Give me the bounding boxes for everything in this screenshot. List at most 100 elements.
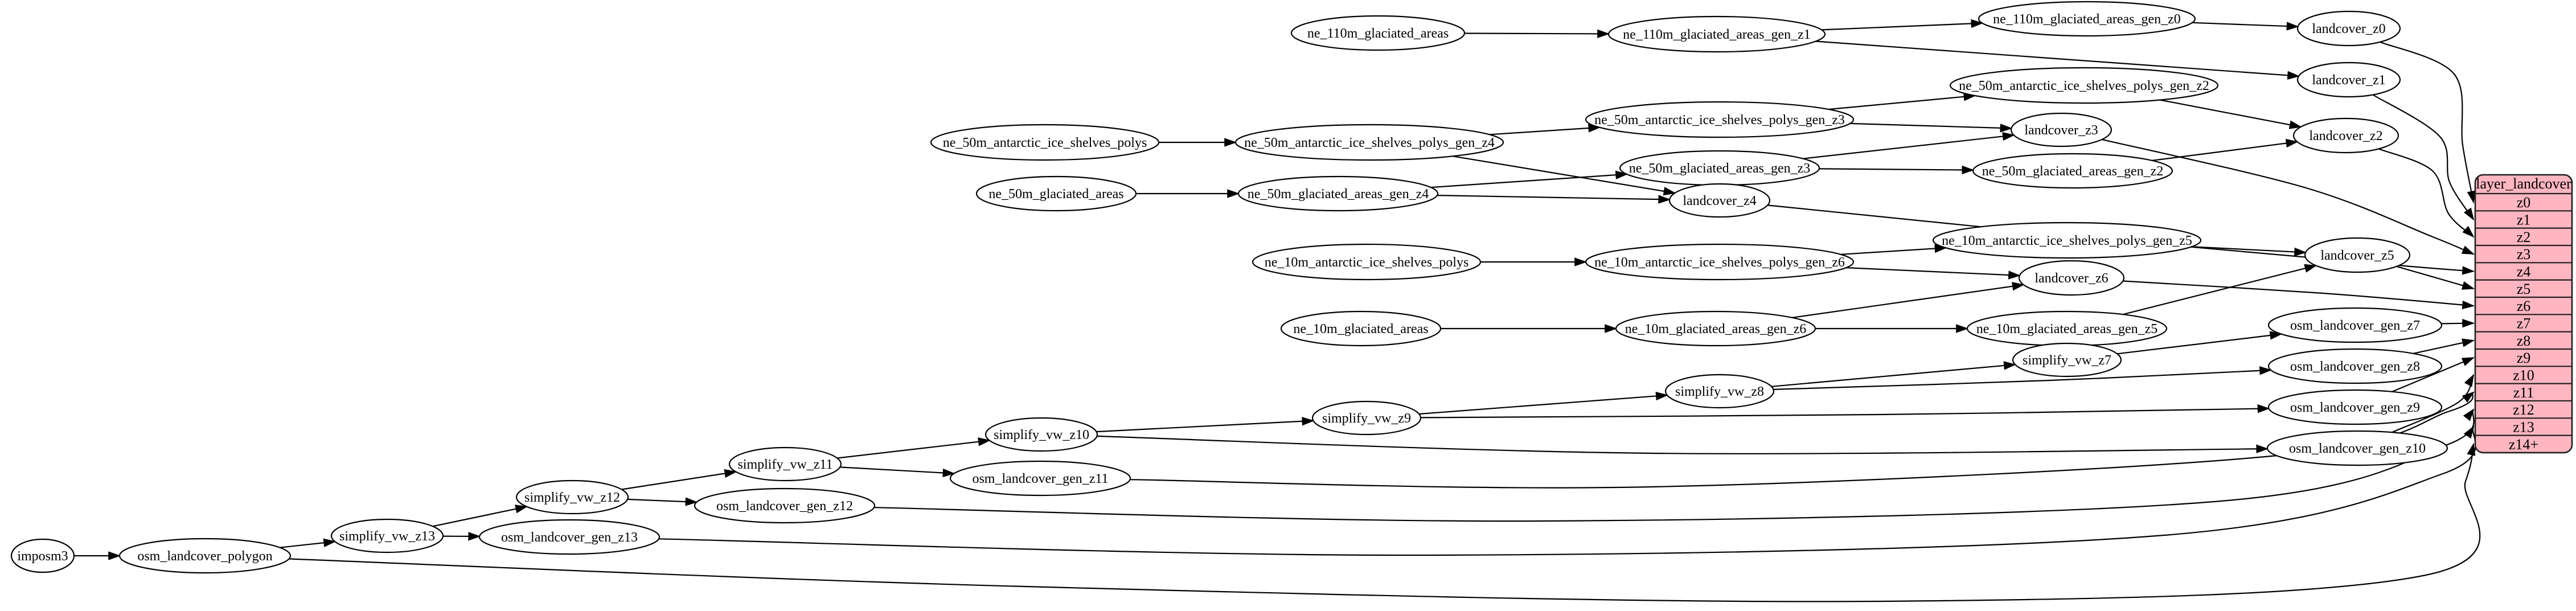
- table-row-z9: z9: [2517, 350, 2531, 366]
- node-shape-simplify_vw_z12: [515, 479, 629, 515]
- node-label-ne_50m_antarctic_ice_shelves_polys_gen_z4: ne_50m_antarctic_ice_shelves_polys_gen_z…: [1244, 136, 1495, 150]
- node-shape-ne_50m_antarctic_ice_shelves_polys_gen_z3: [1585, 101, 1855, 138]
- node-label-landcover_z1: landcover_z1: [2312, 73, 2385, 88]
- node-shape-ne_50m_antarctic_ice_shelves_polys_gen_z4: [1234, 124, 1504, 161]
- node-osm_landcover_gen_z10: osm_landcover_gen_z10: [2266, 430, 2448, 466]
- node-ne_50m_glaciated_areas_gen_z3: ne_50m_glaciated_areas_gen_z3: [1619, 150, 1820, 186]
- edge-ne_10m_glaciated_areas_gen_z6--landcover_z6: [1792, 282, 2025, 318]
- node-label-ne_10m_glaciated_areas: ne_10m_glaciated_areas: [1293, 322, 1428, 337]
- node-label-imposm3: imposm3: [17, 549, 68, 564]
- node-landcover_z2: landcover_z2: [2292, 117, 2399, 154]
- edge-osm_landcover_gen_z9--layer-z9: [2392, 357, 2475, 392]
- edge-landcover_z0--layer-z0: [2380, 41, 2476, 204]
- edge-simplify_vw_z7--osm_landcover_gen_z7: [2117, 331, 2283, 355]
- node-shape-osm_landcover_gen_z7: [2267, 307, 2443, 343]
- table-row-z8: z8: [2517, 333, 2531, 349]
- node-shape-ne_10m_antarctic_ice_shelves_polys_gen_z5: [1932, 222, 2202, 259]
- edge-ne_10m_glaciated_areas_gen_z5--landcover_z5: [2122, 264, 2317, 315]
- edge-osm_landcover_gen_z10--layer-z10: [2392, 374, 2475, 433]
- node-shape-ne_50m_glaciated_areas_gen_z2: [1972, 153, 2173, 189]
- node-label-ne_50m_antarctic_ice_shelves_polys_gen_z3: ne_50m_antarctic_ice_shelves_polys_gen_z…: [1594, 113, 1845, 128]
- node-label-ne_10m_antarctic_ice_shelves_polys_gen_z5: ne_10m_antarctic_ice_shelves_polys_gen_z…: [1942, 233, 2192, 248]
- edge-simplify_vw_z12--simplify_vw_z11: [621, 469, 737, 490]
- edge-ne_50m_antarctic_ice_shelves_polys_gen_z3--ne_50m_antarctic_ice_shelves_polys_gen_z2: [1828, 92, 1976, 110]
- node-ne_110m_glaciated_areas_gen_z1: ne_110m_glaciated_areas_gen_z1: [1607, 15, 1826, 53]
- node-label-landcover_z4: landcover_z4: [1683, 194, 1756, 208]
- node-landcover_z3: landcover_z3: [2010, 112, 2113, 147]
- table-row-z6: z6: [2517, 298, 2531, 314]
- node-ne_50m_glaciated_areas: ne_50m_glaciated_areas: [975, 175, 1137, 212]
- edge-ne_50m_glaciated_areas_gen_z2--landcover_z2: [2152, 138, 2299, 161]
- node-ne_10m_glaciated_areas: ne_10m_glaciated_areas: [1280, 310, 1442, 347]
- node-shape-landcover_z3: [2010, 112, 2113, 147]
- table-row-z3: z3: [2517, 246, 2531, 263]
- edge-simplify_vw_z10--osm_landcover_gen_z10: [1097, 435, 2269, 454]
- edge-ne_10m_antarctic_ice_shelves_polys_gen_z5--landcover_z5: [2192, 246, 2307, 257]
- edge-simplify_vw_z8--simplify_vw_z7: [1771, 361, 2017, 387]
- edge-simplify_vw_z10--simplify_vw_z9: [1096, 417, 1315, 433]
- edge-ne_50m_glaciated_areas_gen_z4--ne_50m_glaciated_areas_gen_z3: [1430, 170, 1629, 188]
- edge-simplify_vw_z11--simplify_vw_z10: [837, 437, 991, 459]
- edge-simplify_vw_z9--simplify_vw_z8: [1419, 391, 1668, 415]
- node-osm_landcover_gen_z7: osm_landcover_gen_z7: [2267, 307, 2443, 343]
- edge-ne_50m_antarctic_ice_shelves_polys_gen_z2--landcover_z2: [2160, 99, 2302, 129]
- node-ne_50m_antarctic_ice_shelves_polys: ne_50m_antarctic_ice_shelves_polys: [930, 124, 1160, 161]
- node-shape-landcover_z0: [2296, 10, 2401, 47]
- edge-simplify_vw_z12--osm_landcover_gen_z12: [627, 497, 698, 506]
- node-label-ne_110m_glaciated_areas_gen_z1: ne_110m_glaciated_areas_gen_z1: [1623, 27, 1811, 42]
- node-shape-osm_landcover_gen_z8: [2267, 348, 2443, 384]
- node-label-ne_50m_glaciated_areas_gen_z2: ne_50m_glaciated_areas_gen_z2: [1982, 164, 2164, 179]
- edge-ne_50m_antarctic_ice_shelves_polys_gen_z4--landcover_z4: [1453, 155, 1676, 196]
- node-ne_10m_antarctic_ice_shelves_polys: ne_10m_antarctic_ice_shelves_polys: [1252, 243, 1482, 281]
- edge-simplify_vw_z13--simplify_vw_z12: [432, 505, 528, 527]
- layer-table-title: layer_landcover: [2476, 175, 2571, 192]
- node-landcover_z6: landcover_z6: [2018, 260, 2125, 296]
- node-label-ne_10m_glaciated_areas_gen_z5: ne_10m_glaciated_areas_gen_z5: [1976, 322, 2158, 337]
- node-osm_landcover_gen_z9: osm_landcover_gen_z9: [2267, 389, 2443, 425]
- table-row-z0: z0: [2517, 194, 2531, 211]
- node-label-ne_110m_glaciated_areas: ne_110m_glaciated_areas: [1307, 26, 1449, 41]
- node-ne_10m_antarctic_ice_shelves_polys_gen_z5: ne_10m_antarctic_ice_shelves_polys_gen_z…: [1932, 222, 2202, 259]
- node-label-landcover_z2: landcover_z2: [2309, 129, 2382, 143]
- node-label-simplify_vw_z12: simplify_vw_z12: [524, 490, 620, 505]
- node-shape-simplify_vw_z13: [330, 518, 444, 553]
- node-simplify_vw_z13: simplify_vw_z13: [330, 518, 444, 553]
- node-label-landcover_z6: landcover_z6: [2034, 271, 2108, 286]
- edge-ne_110m_glaciated_areas_gen_z1--ne_110m_glaciated_areas_gen_z0: [1822, 19, 1984, 31]
- node-simplify_vw_z7: simplify_vw_z7: [2012, 342, 2122, 378]
- node-shape-osm_landcover_gen_z13: [478, 519, 661, 555]
- edge-osm_landcover_gen_z11--layer-z11: [1130, 391, 2475, 489]
- node-shape-osm_landcover_gen_z11: [949, 460, 1131, 497]
- node-label-simplify_vw_z8: simplify_vw_z8: [1675, 384, 1764, 399]
- edge-osm_landcover_gen_z12--layer-z12: [874, 408, 2475, 522]
- node-shape-osm_landcover_gen_z9: [2267, 389, 2443, 425]
- edge-osm_landcover_gen_z13--layer-z13: [658, 425, 2476, 556]
- edge-ne_10m_antarctic_ice_shelves_polys_gen_z6--landcover_z6: [1846, 267, 2021, 280]
- edge-simplify_vw_z9--osm_landcover_gen_z9: [1420, 404, 2270, 419]
- edge-ne_10m_antarctic_ice_shelves_polys_gen_z6--ne_10m_antarctic_ice_shelves_polys_gen_z5: [1840, 244, 1947, 255]
- edge-simplify_vw_z11--osm_landcover_gen_z11: [840, 466, 955, 478]
- edge-ne_50m_glaciated_areas_gen_z4--landcover_z4: [1437, 195, 1671, 204]
- node-label-osm_landcover_polygon: osm_landcover_polygon: [137, 549, 272, 564]
- table-row-z7: z7: [2517, 315, 2531, 331]
- node-label-osm_landcover_gen_z9: osm_landcover_gen_z9: [2290, 400, 2420, 415]
- edge-ne_50m_glaciated_areas_gen_z3--ne_50m_glaciated_areas_gen_z2: [1819, 165, 1975, 175]
- node-ne_50m_glaciated_areas_gen_z4: ne_50m_glaciated_areas_gen_z4: [1237, 175, 1439, 212]
- node-shape-ne_10m_antarctic_ice_shelves_polys: [1252, 243, 1482, 281]
- node-ne_50m_glaciated_areas_gen_z2: ne_50m_glaciated_areas_gen_z2: [1972, 153, 2173, 189]
- node-shape-landcover_z6: [2018, 260, 2125, 296]
- node-simplify_vw_z11: simplify_vw_z11: [728, 446, 842, 482]
- node-label-landcover_z3: landcover_z3: [2024, 123, 2098, 138]
- table-row-z13: z13: [2513, 419, 2534, 435]
- node-label-ne_50m_glaciated_areas: ne_50m_glaciated_areas: [988, 187, 1123, 202]
- node-simplify_vw_z8: simplify_vw_z8: [1664, 374, 1775, 409]
- node-landcover_z1: landcover_z1: [2296, 61, 2401, 98]
- node-ne_50m_antarctic_ice_shelves_polys_gen_z2: ne_50m_antarctic_ice_shelves_polys_gen_z…: [1949, 67, 2219, 104]
- layer-landcover-table: layer_landcoverz0z1z2z3z4z5z6z7z8z9z10z1…: [2474, 174, 2573, 454]
- node-ne_110m_glaciated_areas: ne_110m_glaciated_areas: [1290, 15, 1466, 51]
- edge-osm_landcover_gen_z7--layer-z7: [2441, 319, 2475, 328]
- node-simplify_vw_z9: simplify_vw_z9: [1311, 400, 1422, 436]
- node-label-landcover_z5: landcover_z5: [2320, 248, 2394, 263]
- node-osm_landcover_gen_z13: osm_landcover_gen_z13: [478, 519, 661, 555]
